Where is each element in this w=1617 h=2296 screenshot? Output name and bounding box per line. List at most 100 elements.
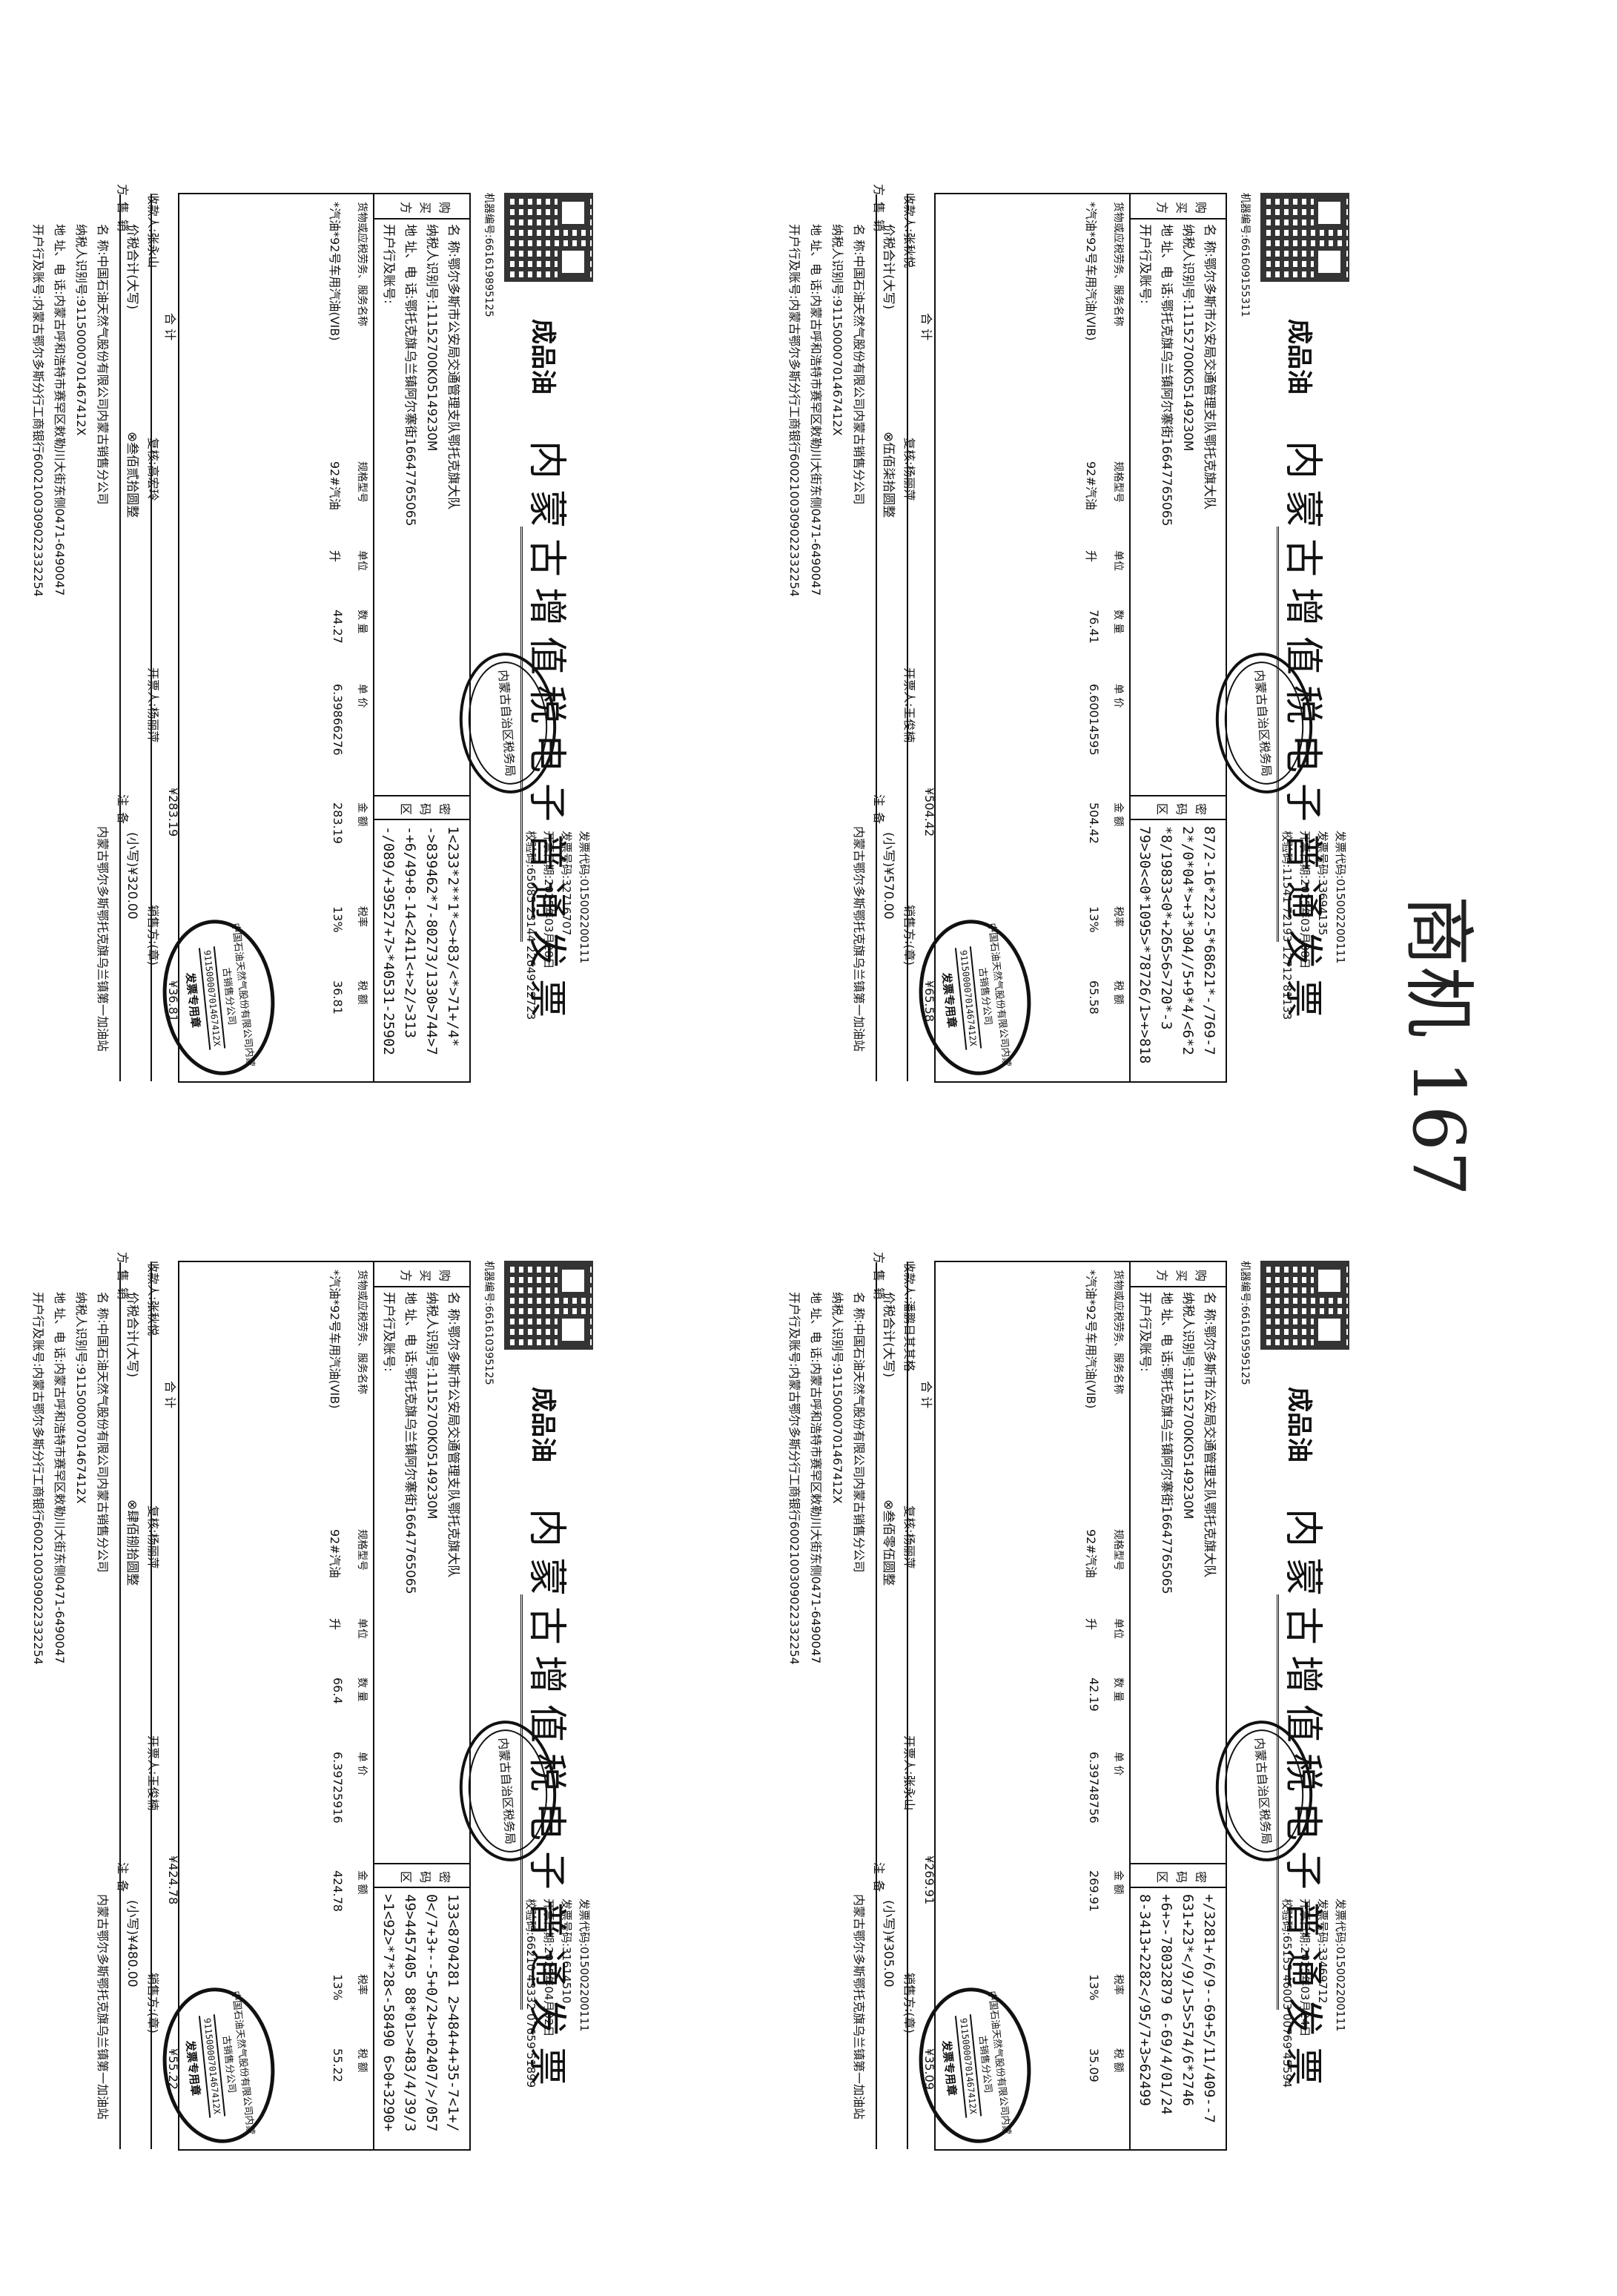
seller-sign: 销售方:(章)	[146, 1973, 160, 2033]
check-code: 校验码:65085 23144 22649 22723	[524, 831, 538, 1020]
col-tax: 税 额	[356, 2048, 368, 2073]
password-line: 8-3413+2282</95/7+3>62499	[1137, 1894, 1153, 2106]
password-label: 密码区	[1131, 1863, 1226, 1888]
col-price: 单 价	[1112, 684, 1124, 708]
item-qty: 76.41	[1087, 610, 1101, 644]
item-name: *汽油*92号车用汽油(VIB)	[328, 1270, 342, 1409]
col-price: 单 价	[356, 1752, 368, 1776]
seller-name: 名 称:中国石油天然气股份有限公司内蒙古销售分公司	[96, 224, 110, 505]
col-name: 货物或应税劳务、服务名称	[1112, 1270, 1124, 1394]
item-spec: 92#汽油	[1084, 461, 1098, 510]
password-line: *8/19833<0*+265>6>720*-3	[1158, 826, 1174, 1030]
drawer: 开票人:张永山	[902, 1735, 916, 1811]
seller-info: 名 称:中国石油天然气股份有限公司内蒙古销售分公司 纳税人识别号:9115000…	[784, 1292, 870, 1855]
col-rate: 税率	[1112, 906, 1124, 927]
col-qty: 数 量	[1112, 1678, 1124, 1702]
item-row: *汽油*92号车用汽油(VIB) 92#汽油 升 42.19 6.3974875…	[1082, 1262, 1104, 2149]
invoice-header: 成品油 内蒙古增值税电子普通发票 内蒙古自治区税务局 发票代码:01500220…	[1211, 1246, 1364, 2165]
col-tax: 税 额	[1112, 980, 1124, 1005]
issue-date: 开票日期:2025年03月24日	[1298, 1899, 1312, 2037]
check-code: 校验码:65155 46003 00769 45594	[1280, 1899, 1294, 2088]
password-line: 631+23*</9/1>5>574/6*2746	[1180, 1894, 1196, 2106]
buyer-address: 地 址、电 话:鄂托克旗乌兰镇阿尔寨街16647765065	[403, 224, 417, 527]
item-tax: 55.22	[331, 2048, 345, 2082]
col-rate: 税率	[1112, 1974, 1124, 1995]
item-rate: 13%	[1087, 1974, 1101, 2001]
col-amount: 金 额	[356, 1870, 368, 1895]
reviewer: 复核:高宏玲	[146, 438, 160, 501]
invoice-number: 发票号码:33469712	[1316, 1899, 1329, 2004]
buyer-bank: 开户行及账号:	[381, 224, 396, 304]
invoice-header: 成品油 内蒙古增值税电子普通发票 内蒙古自治区税务局 发票代码:01500220…	[454, 1246, 608, 2165]
password-area: +/3281+/6/9--69+5/11/409--7 631+23*</9/1…	[1134, 1894, 1220, 2145]
invoice-category: 成品油	[528, 1387, 558, 1462]
invoice-footer: 收款人:潘鹏日其其格 复核:杨丽萍 开票人:张永山 销售方:(章)	[897, 1261, 927, 2151]
invoice-slot-top-left: 成品油 内蒙古增值税电子普通发票 内蒙古自治区税务局 发票代码:01500220…	[31, 178, 608, 1098]
password-label: 密码区	[1131, 795, 1226, 820]
remark: 内蒙古鄂尔多斯鄂托克旗乌兰镇第一加油站	[852, 826, 866, 1052]
remark: 内蒙古鄂尔多斯鄂托克旗乌兰镇第一加油站	[96, 1894, 110, 2120]
col-rate: 税率	[356, 906, 368, 927]
seller-info: 名 称:中国石油天然气股份有限公司内蒙古销售分公司 纳税人识别号:9115000…	[784, 224, 870, 788]
col-price: 单 价	[1112, 1752, 1124, 1776]
item-unit: 升	[328, 1618, 342, 1631]
remark: 内蒙古鄂尔多斯鄂托克旗乌兰镇第一加油站	[96, 826, 110, 1052]
items-header: 货物或应税劳务、服务名称 规格型号 单位 数 量 单 价 金 额 税率 税 额	[351, 194, 373, 1081]
seller-bank: 开户行及账号:内蒙古鄂尔多斯分行工商银行6002100309022332254	[787, 1292, 801, 1665]
machine-number: 机器编号:661610395125	[483, 1261, 495, 1385]
invoice-code: 发票代码:015002200111	[578, 831, 591, 964]
item-spec: 92#汽油	[1084, 1529, 1098, 1578]
seller-address: 地 址、电 话:内蒙古呼和浩特市赛罕区敕勒川大街东侧0471-6490047	[809, 1292, 823, 1664]
handwritten-note: 商机 167	[1394, 816, 1483, 1276]
machine-number: 机器编号:661619595125	[1239, 1261, 1251, 1385]
invoice-code: 发票代码:015002200111	[1334, 831, 1347, 964]
item-unit: 升	[1084, 550, 1098, 563]
password-line: 1<233*2**1*<>+83/<*>71+/4*	[445, 826, 461, 1047]
col-name: 货物或应税劳务、服务名称	[356, 1270, 368, 1394]
password-label: 密码区	[374, 1863, 469, 1888]
col-spec: 规格型号	[1112, 461, 1124, 503]
seller-bank: 开户行及账号:内蒙古鄂尔多斯分行工商银行6002100309022332254	[31, 224, 45, 597]
buyer-name: 名 称:鄂尔多斯市公安局交通管理支队鄂托克旗大队	[1202, 1292, 1217, 1578]
items-header: 货物或应税劳务、服务名称 规格型号 单位 数 量 单 价 金 额 税率 税 额	[351, 1262, 373, 2149]
password-area: 133<8704281 2>484+4+35-7<1+/ 0</7+3+--5+…	[377, 1894, 463, 2145]
invoice-number: 发票号码:33694135	[1316, 831, 1329, 936]
col-unit: 单位	[356, 1618, 368, 1639]
invoice-code: 发票代码:015002200111	[1334, 1899, 1347, 2032]
buyer-name: 名 称:鄂尔多斯市公安局交通管理支队鄂托克旗大队	[446, 224, 460, 510]
buyer-name: 名 称:鄂尔多斯市公安局交通管理支队鄂托克旗大队	[1202, 224, 1217, 510]
buyer-label: 购买方	[374, 194, 469, 220]
item-spec: 92#汽油	[328, 1529, 342, 1578]
buyer-label: 购买方	[1131, 1262, 1226, 1287]
seller-sign: 销售方:(章)	[902, 905, 916, 966]
item-tax: 35.09	[1087, 2048, 1101, 2082]
col-unit: 单位	[356, 550, 368, 571]
seller-name: 名 称:中国石油天然气股份有限公司内蒙古销售分公司	[852, 1292, 866, 1573]
invoice-meta: 发票代码:015002200111 发票号码:33694135 开票日期:202…	[1278, 831, 1349, 1083]
buyer-section: 购买方 名 称:鄂尔多斯市公安局交通管理支队鄂托克旗大队 纳税人识别号:1115…	[1129, 194, 1226, 1081]
item-amount: 504.42	[1087, 802, 1101, 844]
check-code: 校验码:66210 43332 07659 51899	[524, 1899, 538, 2088]
password-line: 0</7+3+--5+0/24>+02407/>/057	[423, 1894, 440, 2132]
password-line: ->839462*7-80273/1330>744>7	[423, 826, 440, 1055]
password-label: 密码区	[374, 795, 469, 820]
seller-address: 地 址、电 话:内蒙古呼和浩特市赛罕区敕勒川大街东侧0471-6490047	[53, 224, 67, 596]
password-line: -/089/+39527+7>*40531-25902	[380, 826, 397, 1055]
item-amount: 283.19	[331, 802, 345, 844]
issue-date: 开票日期:2025年04月02日	[542, 1899, 555, 2037]
col-qty: 数 量	[356, 610, 368, 634]
buyer-bank: 开户行及账号:	[1137, 224, 1152, 304]
col-tax: 税 额	[1112, 2048, 1124, 2073]
buyer-tax-id: 纳税人识别号:11152700K05149230M	[424, 1292, 439, 1520]
invoice-meta: 发票代码:015002200111 发票号码:31614510 开票日期:202…	[522, 1899, 593, 2151]
col-tax: 税 额	[356, 980, 368, 1005]
seller-tax-id: 纳税人识别号:91150000701467412X	[830, 1292, 844, 1504]
seller-bank: 开户行及账号:内蒙古鄂尔多斯分行工商银行6002100309022332254	[787, 224, 801, 597]
buyer-tax-id: 纳税人识别号:11152700K05149230M	[1180, 224, 1195, 452]
machine-number: 机器编号:661619895125	[483, 193, 495, 317]
buyer-info: 名 称:鄂尔多斯市公安局交通管理支队鄂托克旗大队 纳税人识别号:11152700…	[1134, 1292, 1220, 1855]
item-unit: 升	[328, 550, 342, 563]
item-name: *汽油*92号车用汽油(VIB)	[328, 202, 342, 341]
seller-tax-id: 纳税人识别号:91150000701467412X	[74, 1292, 88, 1504]
